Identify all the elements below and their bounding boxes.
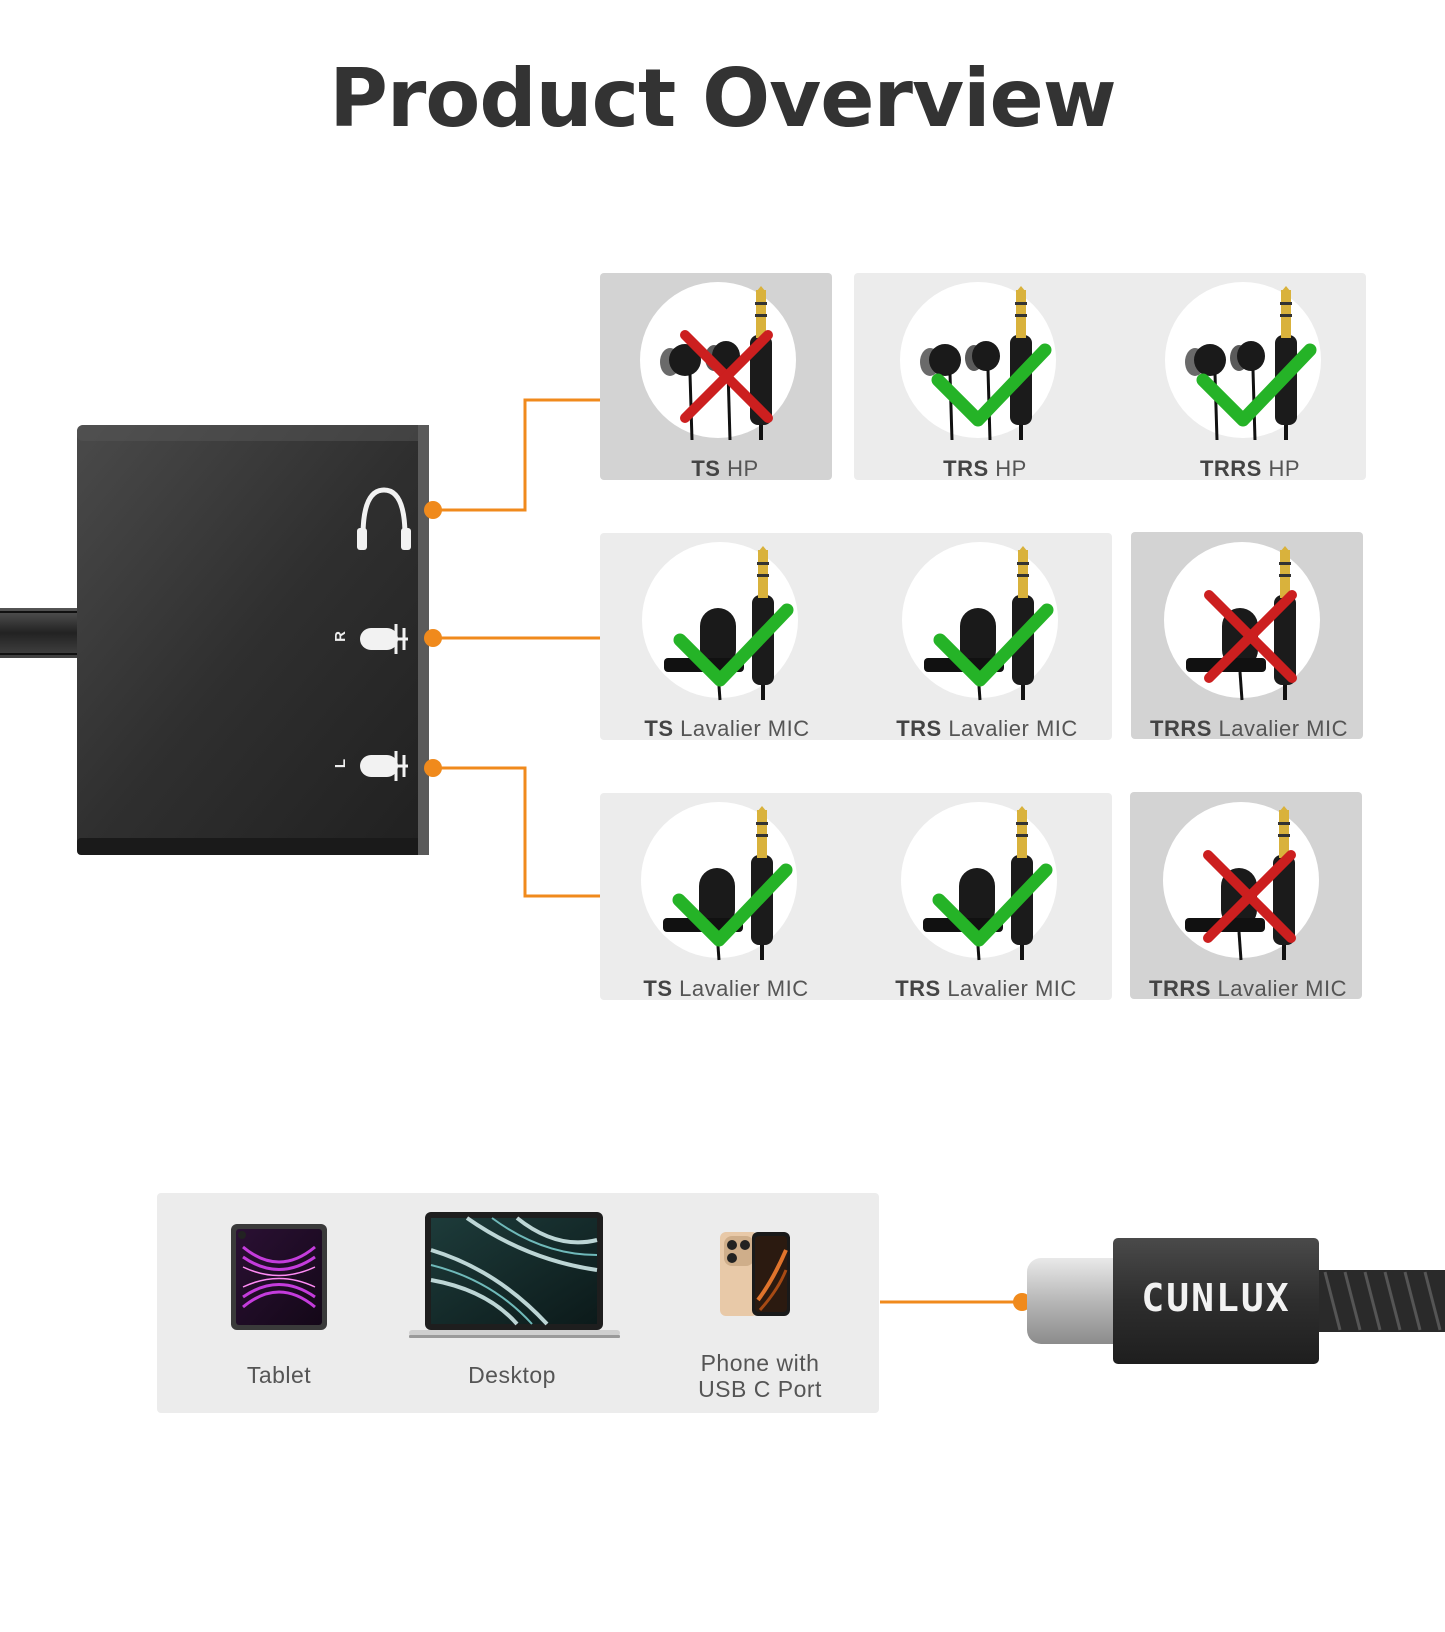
check-icon bbox=[1196, 343, 1317, 427]
lavalier-mic-icon bbox=[641, 802, 797, 961]
cross-icon bbox=[680, 330, 773, 423]
cross-icon bbox=[1203, 850, 1296, 943]
port-letter-r: R bbox=[331, 631, 349, 642]
page-title: Product Overview bbox=[329, 52, 1116, 145]
check-icon bbox=[673, 603, 794, 687]
compat-l-trs-lavalier: TRS Lavalier MIC bbox=[895, 800, 1076, 1001]
check-icon bbox=[931, 343, 1052, 427]
check-icon bbox=[933, 603, 1054, 687]
compat-r-ts-lavalier: TS Lavalier MIC bbox=[642, 540, 812, 741]
compat-r-trrs-lavalier: TRRS Lavalier MIC bbox=[1150, 540, 1347, 741]
earbuds-icon bbox=[1165, 282, 1321, 441]
port-dot-headphone bbox=[424, 501, 442, 519]
microphone-icon-l bbox=[360, 751, 408, 781]
compat-r-trs-lavalier: TRS Lavalier MIC bbox=[896, 540, 1077, 741]
earbuds-icon bbox=[900, 282, 1056, 441]
earbud-pair-icon bbox=[1185, 341, 1265, 441]
device-label-phone: Phone with USB C Port bbox=[698, 1350, 822, 1402]
port-letter-l: L bbox=[332, 758, 350, 769]
compat-l-trrs-lavalier: TRRS Lavalier MIC bbox=[1149, 800, 1346, 1001]
lavalier-mic-icon bbox=[1163, 802, 1319, 961]
phone-icon bbox=[720, 1232, 790, 1316]
microphone-icon-r bbox=[360, 624, 408, 654]
check-icon bbox=[672, 863, 793, 947]
compat-l-ts-lavalier: TS Lavalier MIC bbox=[641, 800, 811, 1001]
brand-logo: CUNLUX bbox=[1141, 1276, 1291, 1320]
lavalier-mic-icon bbox=[642, 542, 798, 701]
port-dot-l bbox=[424, 759, 442, 777]
audio-adapter-hub bbox=[0, 425, 429, 855]
earbuds-icon bbox=[640, 282, 796, 441]
device-label-tablet: Tablet bbox=[246, 1362, 312, 1388]
laptop-icon bbox=[409, 1212, 620, 1338]
compat-trs-hp: TRS HP bbox=[900, 280, 1070, 481]
lavalier-mic-icon bbox=[902, 542, 1058, 701]
usb-dot bbox=[1013, 1293, 1031, 1311]
lavalier-mic-icon bbox=[901, 802, 1057, 961]
lavalier-mic-icon bbox=[1164, 542, 1320, 701]
compat-ts-hp: TS HP bbox=[640, 280, 810, 481]
device-label-desktop: Desktop bbox=[468, 1362, 556, 1388]
cross-icon bbox=[1204, 590, 1297, 683]
tablet-icon bbox=[231, 1224, 327, 1330]
port-dot-r bbox=[424, 629, 442, 647]
headphone-icon bbox=[357, 487, 411, 550]
compat-trrs-hp: TRRS HP bbox=[1165, 280, 1335, 481]
usb-c-plug-icon bbox=[1027, 1238, 1445, 1364]
check-icon bbox=[932, 863, 1053, 947]
